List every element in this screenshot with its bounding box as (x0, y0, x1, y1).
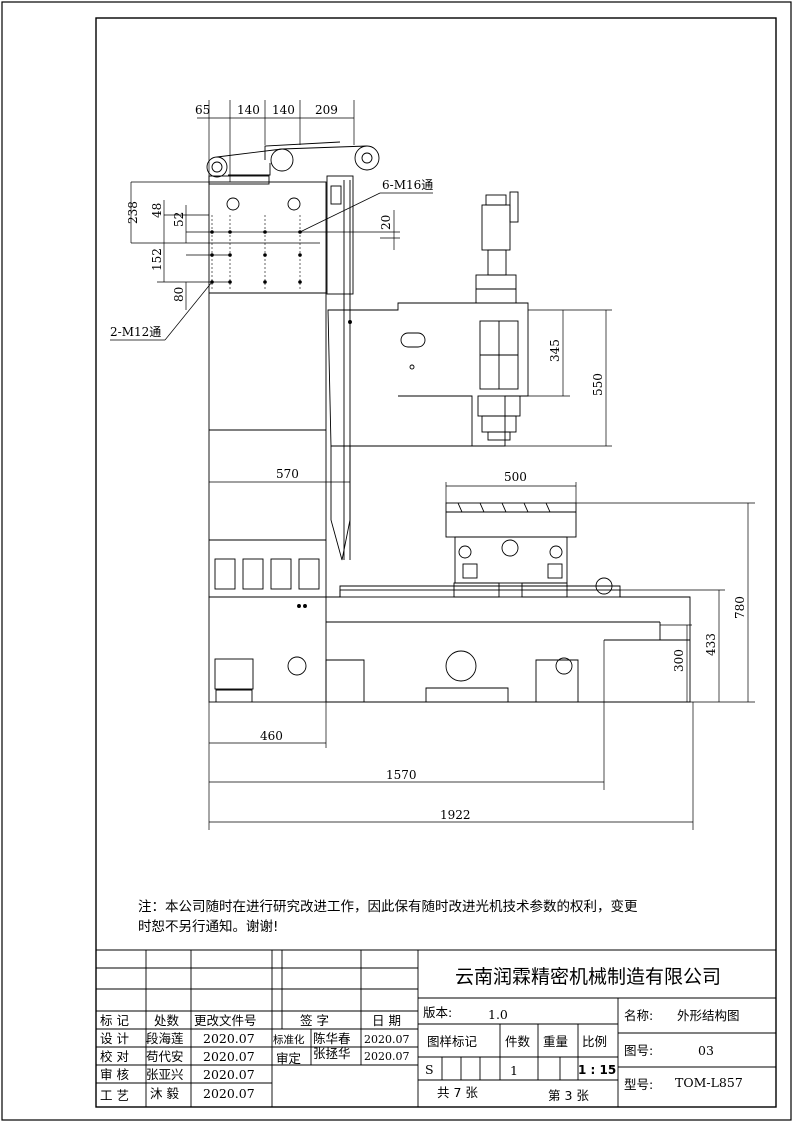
hdr-mark: 标 记 (100, 1013, 129, 1028)
model-label: 型号: (624, 1077, 653, 1092)
vertical-guide (326, 175, 354, 295)
callout-m12: 2-M12通 (110, 325, 161, 339)
weight-label: 重量 (543, 1034, 568, 1049)
note-line-1: 注：本公司随时在进行研究改进工作，因此保有随时改进光机技术参数的权利，变更 (138, 898, 638, 915)
dim-209: 209 (315, 103, 338, 117)
date-process: 2020.07 (203, 1086, 255, 1101)
x-rail (339, 589, 621, 598)
role-design: 设 计 (100, 1031, 129, 1046)
name-value: 外形结构图 (677, 1008, 740, 1023)
callout-m16: 6-M16通 (382, 178, 433, 192)
name-review: 张亚兴 (146, 1067, 184, 1082)
column-hole-right (287, 197, 301, 211)
role-review: 审 核 (100, 1067, 129, 1082)
dim-300: 300 (672, 649, 686, 672)
version-value: 1.0 (488, 1007, 508, 1022)
saddle (454, 536, 568, 584)
dim-52: 52 (172, 212, 186, 227)
dim-1570: 1570 (386, 768, 417, 782)
name-process: 沐 毅 (150, 1086, 179, 1101)
company-name: 云南润霖精密机械制造有限公司 (455, 966, 721, 988)
dim-140-a: 140 (237, 103, 260, 117)
date-design: 2020.07 (203, 1031, 255, 1046)
name-label: 名称: (624, 1008, 653, 1023)
hdr-signature: 签 字 (300, 1013, 329, 1028)
machine-base (208, 596, 327, 703)
column-window-3 (270, 558, 292, 590)
dim-140-b: 140 (272, 103, 295, 117)
dim-80: 80 (172, 287, 186, 302)
head-slot (400, 332, 426, 348)
machine-outline (206, 141, 691, 703)
drawing-no-value: 03 (698, 1043, 714, 1058)
role-process: 工 艺 (100, 1088, 129, 1103)
spindle-nose (477, 395, 521, 417)
pieces-label: 件数 (505, 1034, 531, 1049)
dim-65: 65 (195, 103, 210, 117)
column (208, 181, 327, 598)
lifting-eye-mid (270, 148, 294, 172)
date-check: 2020.07 (203, 1049, 255, 1064)
approval-name: 张拯华 (313, 1046, 351, 1061)
dimension-lines (110, 100, 755, 830)
stage-mark: S (425, 1062, 434, 1077)
role-check: 校 对 (100, 1049, 129, 1064)
bed (326, 585, 691, 703)
name-check: 苟代安 (146, 1049, 184, 1064)
hdr-date: 日 期 (372, 1013, 401, 1028)
total-sheets: 共 7 张 (437, 1085, 478, 1100)
title-block-text: 云南润霖精密机械制造有限公司 标 记 处数 更改文件号 签 字 日 期 设 计 … (100, 966, 743, 1103)
version-label: 版本: (423, 1005, 452, 1020)
name-design: 段海莲 (146, 1031, 184, 1046)
spindle-motor (481, 204, 511, 251)
title-block (96, 949, 776, 1107)
note-line-2: 时恕不另行通知。谢谢! (138, 918, 278, 935)
revision-note: 注：本公司随时在进行研究改进工作，因此保有随时改进光机技术参数的权利，变更 时恕… (138, 898, 638, 935)
approval-date: 2020.07 (364, 1050, 410, 1063)
hdr-change-doc: 更改文件号 (194, 1013, 257, 1028)
dim-345: 345 (548, 339, 562, 362)
drawing-mark-label: 图样标记 (427, 1034, 478, 1049)
scale-value: 1 : 15 (578, 1063, 616, 1077)
base-hole-left (287, 656, 307, 676)
worktable (445, 502, 577, 538)
dim-152: 152 (150, 248, 164, 271)
dim-570: 570 (276, 467, 299, 481)
std-label: 标准化 (273, 1033, 305, 1046)
drawing-no-label: 图号: (624, 1043, 653, 1058)
column-window-1 (214, 558, 236, 590)
std-date: 2020.07 (364, 1033, 410, 1046)
dim-550: 550 (591, 373, 605, 396)
inner-frame (95, 17, 777, 1108)
base-hole-center (445, 650, 477, 682)
model-value: TOM-L857 (675, 1075, 743, 1090)
pieces-value: 1 (510, 1063, 518, 1078)
dim-20: 20 (379, 215, 393, 230)
hole-grid (210, 230, 302, 284)
dimension-labels: 65 140 140 209 238 48 52 152 80 20 345 5… (110, 103, 747, 822)
std-name: 陈华春 (313, 1031, 351, 1046)
column-window-4 (298, 558, 320, 590)
date-review: 2020.07 (203, 1067, 255, 1082)
base-hole-right (555, 657, 573, 675)
dim-1922: 1922 (440, 808, 471, 822)
dim-460: 460 (260, 729, 283, 743)
column-hole-left (226, 197, 240, 211)
base-panel (214, 658, 254, 690)
spindle-head (327, 302, 529, 447)
scale-label: 比例 (582, 1034, 607, 1049)
lifting-eye-left (206, 156, 228, 178)
dim-238: 238 (126, 201, 140, 224)
dim-48: 48 (150, 203, 164, 218)
hdr-qty: 处数 (154, 1013, 180, 1028)
column-window-2 (242, 558, 264, 590)
dim-780: 780 (733, 596, 747, 619)
approval-label: 审定 (276, 1051, 301, 1066)
dim-500: 500 (504, 470, 527, 484)
dim-433: 433 (704, 633, 718, 656)
lifting-eye-right (354, 145, 380, 171)
sheet-number: 第 3 张 (548, 1088, 589, 1103)
